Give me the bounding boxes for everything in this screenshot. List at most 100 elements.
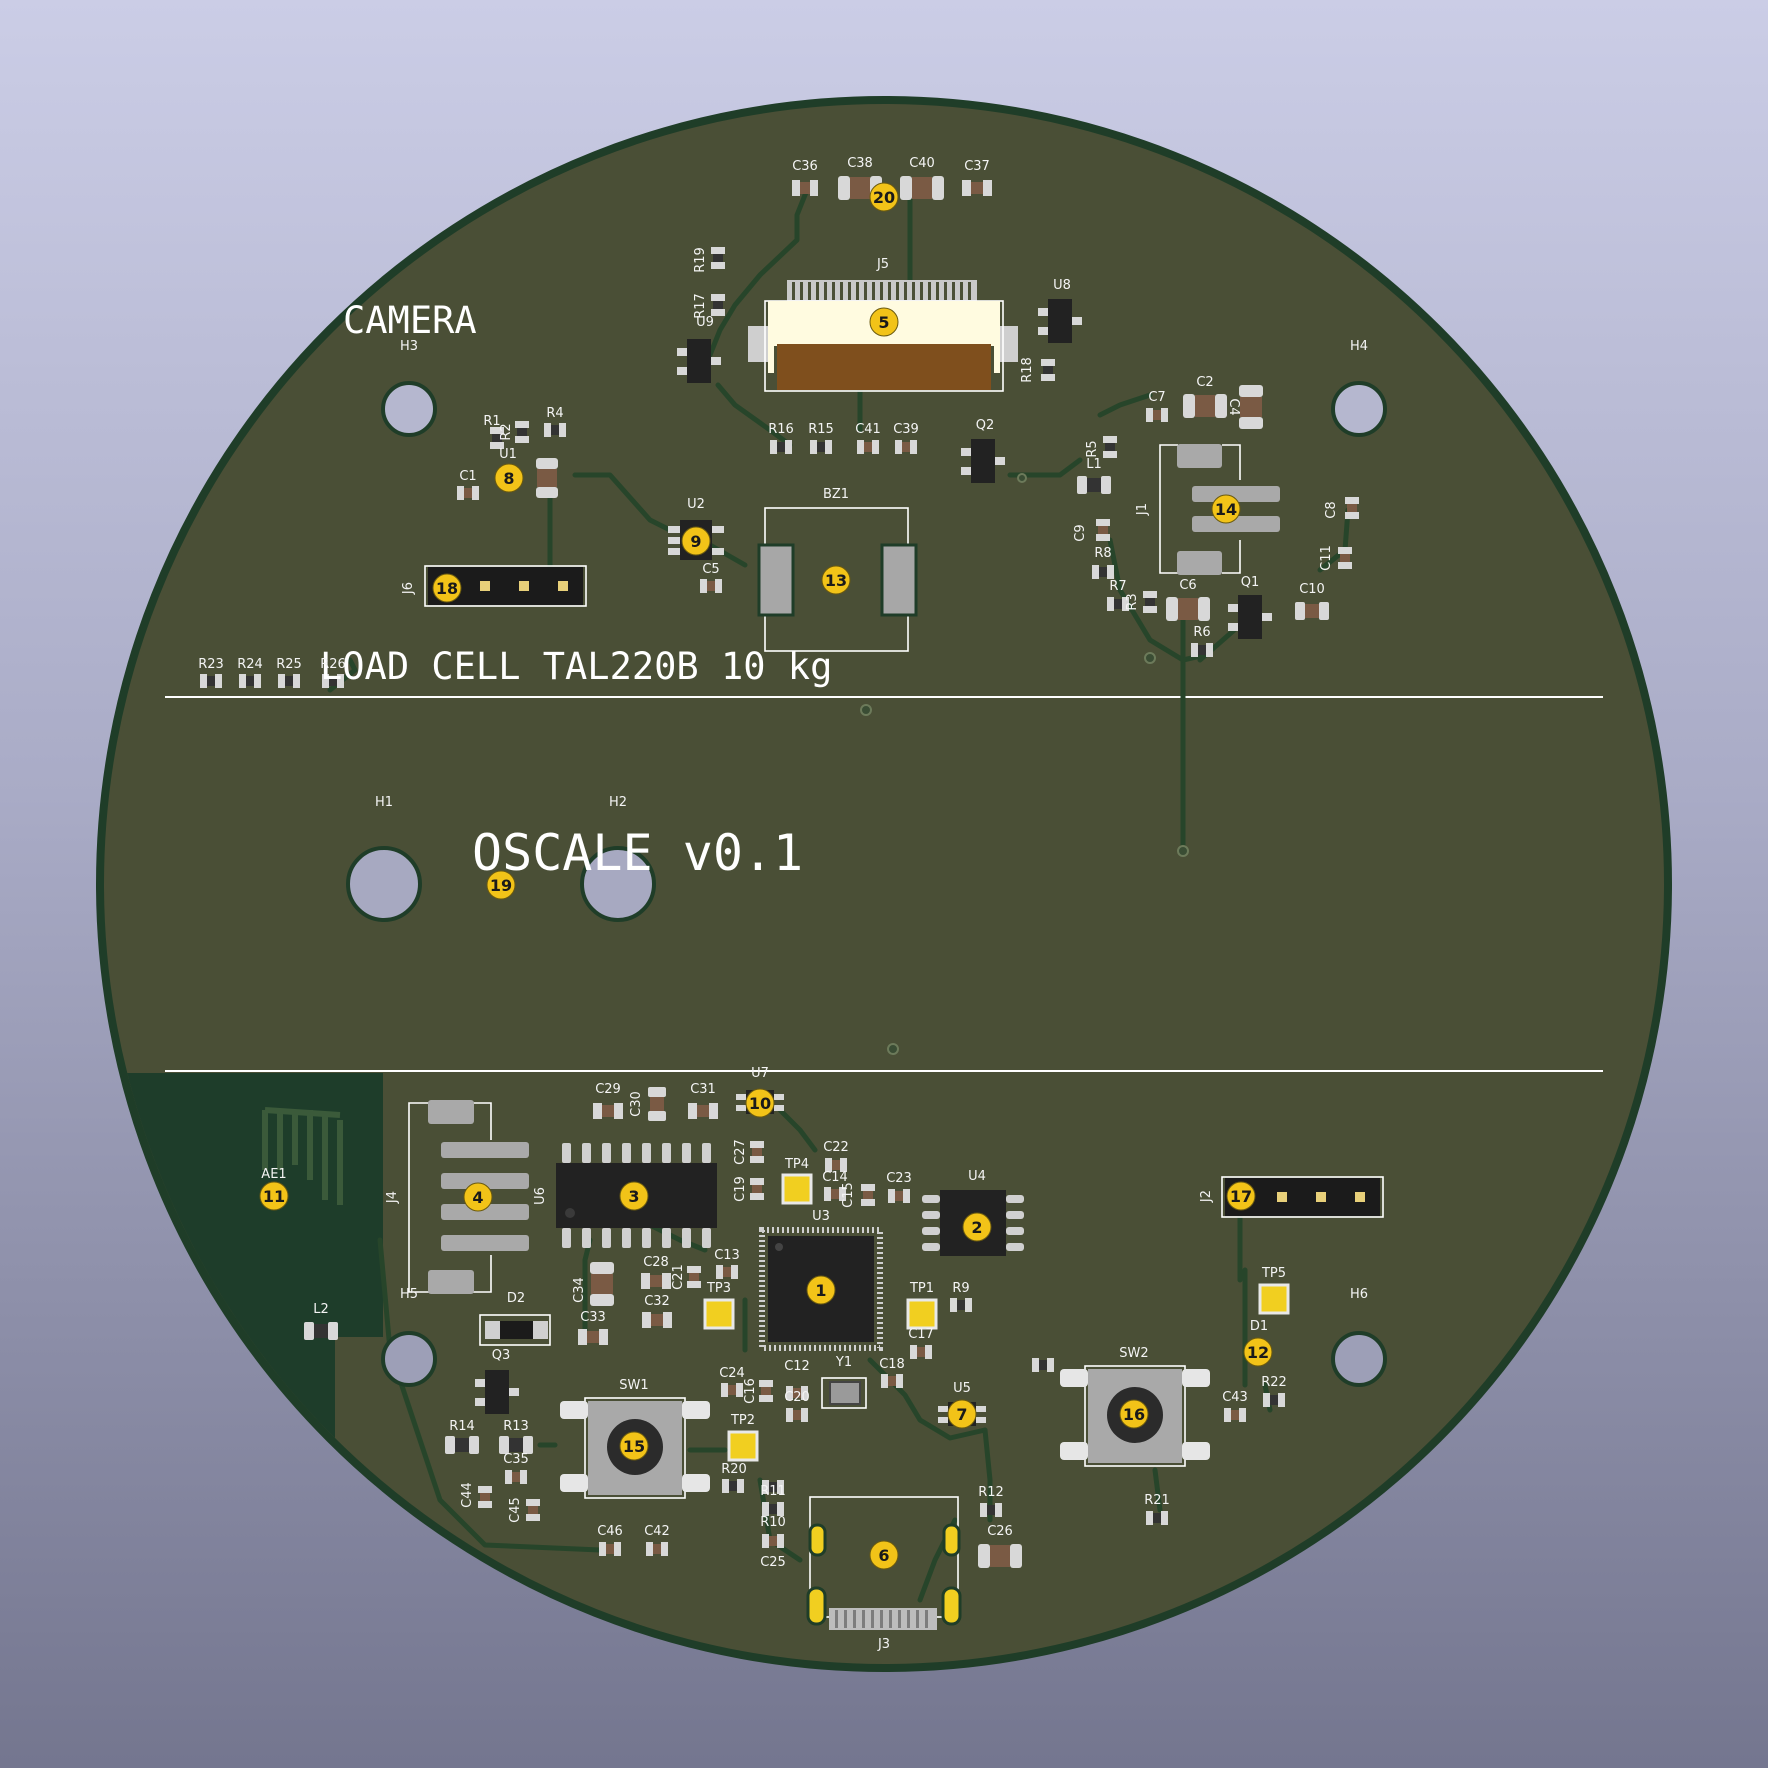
marker-9: 9 <box>681 526 711 556</box>
ref-r12: R12 <box>978 1485 1004 1500</box>
test-points <box>703 1173 1290 1462</box>
marker-label: 10 <box>749 1094 771 1113</box>
ref-r21: R21 <box>1144 1493 1170 1508</box>
ref-c8: C8 <box>1324 501 1339 518</box>
ref-c35: C35 <box>503 1452 529 1467</box>
marker-circle <box>681 526 711 556</box>
label-load-cell: LOAD CELL TAL220B 10 kg <box>320 645 832 688</box>
ref-r15: R15 <box>808 422 834 437</box>
ref-ae1: AE1 <box>261 1167 286 1182</box>
ref-c13: C13 <box>714 1248 740 1263</box>
marker-label: 15 <box>623 1437 645 1456</box>
crystal-y1 <box>821 1377 867 1409</box>
ref-c14: C14 <box>822 1170 848 1185</box>
marker-circle <box>1226 1181 1256 1211</box>
marker-label: 3 <box>628 1187 639 1206</box>
ref-y1: Y1 <box>835 1355 852 1370</box>
ref-l1: L1 <box>1086 457 1102 472</box>
marker-label: 13 <box>825 571 847 590</box>
marker-5: 5 <box>869 307 899 337</box>
ref-h5: H5 <box>400 1287 418 1302</box>
ref-l2: L2 <box>313 1302 329 1317</box>
ref-c43: C43 <box>1222 1390 1248 1405</box>
ref-c12: C12 <box>784 1359 810 1374</box>
ref-c34: C34 <box>572 1277 587 1303</box>
marker-label: 9 <box>690 532 701 551</box>
ref-tp5: TP5 <box>1261 1266 1286 1281</box>
ref-r25: R25 <box>276 657 302 672</box>
ref-q3: Q3 <box>492 1348 511 1363</box>
ref-r3: R3 <box>1125 593 1140 610</box>
ref-r6: R6 <box>1193 625 1210 640</box>
marker-circle <box>619 1431 649 1461</box>
ref-c42: C42 <box>644 1524 670 1539</box>
marker-3: 3 <box>619 1181 649 1211</box>
ref-u3: U3 <box>812 1209 830 1224</box>
marker-10: 10 <box>745 1088 775 1118</box>
ref-c7: C7 <box>1148 390 1165 405</box>
marker-label: 18 <box>436 579 458 598</box>
ref-c19: C19 <box>733 1176 748 1202</box>
marker-circle <box>463 1182 493 1212</box>
ref-c21: C21 <box>671 1264 686 1290</box>
ref-r7: R7 <box>1109 579 1126 594</box>
marker-circle <box>869 307 899 337</box>
marker-label: 16 <box>1123 1405 1145 1424</box>
ref-h3: H3 <box>400 339 418 354</box>
ref-c40: C40 <box>909 156 935 171</box>
ref-u6: U6 <box>533 1187 548 1205</box>
marker-label: 5 <box>878 313 889 332</box>
ref-u5: U5 <box>953 1381 971 1396</box>
marker-circle <box>494 463 524 493</box>
ref-q2: Q2 <box>976 418 995 433</box>
mounting-hole-h2 <box>580 846 656 922</box>
marker-11: 11 <box>259 1181 289 1211</box>
ref-c16: C16 <box>743 1378 758 1404</box>
ref-r5: R5 <box>1085 440 1100 457</box>
marker-label: 7 <box>956 1405 967 1424</box>
ref-c15: C15 <box>841 1182 856 1208</box>
ref-c33: C33 <box>580 1310 606 1325</box>
ref-tp4: TP4 <box>784 1157 809 1172</box>
ref-q1: Q1 <box>1241 575 1260 590</box>
ref-c37: C37 <box>964 159 990 174</box>
ref-r23: R23 <box>198 657 224 672</box>
ref-r10: R10 <box>760 1515 786 1530</box>
ref-c9: C9 <box>1073 524 1088 541</box>
ref-r19: R19 <box>693 247 708 273</box>
ref-j6: J6 <box>401 582 416 595</box>
marker-17: 17 <box>1226 1181 1256 1211</box>
ref-c4: C4 <box>1226 398 1241 415</box>
marker-label: 2 <box>971 1218 982 1237</box>
buzzer <box>757 507 918 652</box>
ref-d2: D2 <box>507 1291 525 1306</box>
ref-c28: C28 <box>643 1255 669 1270</box>
marker-circle <box>869 182 899 212</box>
marker-label: 11 <box>263 1187 285 1206</box>
ref-c24: C24 <box>719 1366 745 1381</box>
ref-c20: C20 <box>784 1390 810 1405</box>
marker-12: 12 <box>1243 1337 1273 1367</box>
marker-label: 4 <box>472 1188 483 1207</box>
marker-4: 4 <box>463 1182 493 1212</box>
marker-8: 8 <box>494 463 524 493</box>
ref-u2: U2 <box>687 497 705 512</box>
marker-label: 8 <box>503 469 514 488</box>
marker-label: 12 <box>1247 1343 1269 1362</box>
ref-r16: R16 <box>768 422 794 437</box>
marker-label: 20 <box>873 188 895 207</box>
mounting-hole-h1 <box>346 846 422 922</box>
ref-c46: C46 <box>597 1524 623 1539</box>
ref-h6: H6 <box>1350 1287 1368 1302</box>
ref-sw2: SW2 <box>1119 1346 1148 1361</box>
ref-c27: C27 <box>733 1139 748 1165</box>
ref-r14: R14 <box>449 1419 475 1434</box>
mounting-hole-h4 <box>1331 381 1387 437</box>
ref-c17: C17 <box>908 1327 934 1342</box>
marker-19: 19 <box>486 870 516 900</box>
ic-u6 <box>556 1143 717 1248</box>
marker-2: 2 <box>962 1212 992 1242</box>
